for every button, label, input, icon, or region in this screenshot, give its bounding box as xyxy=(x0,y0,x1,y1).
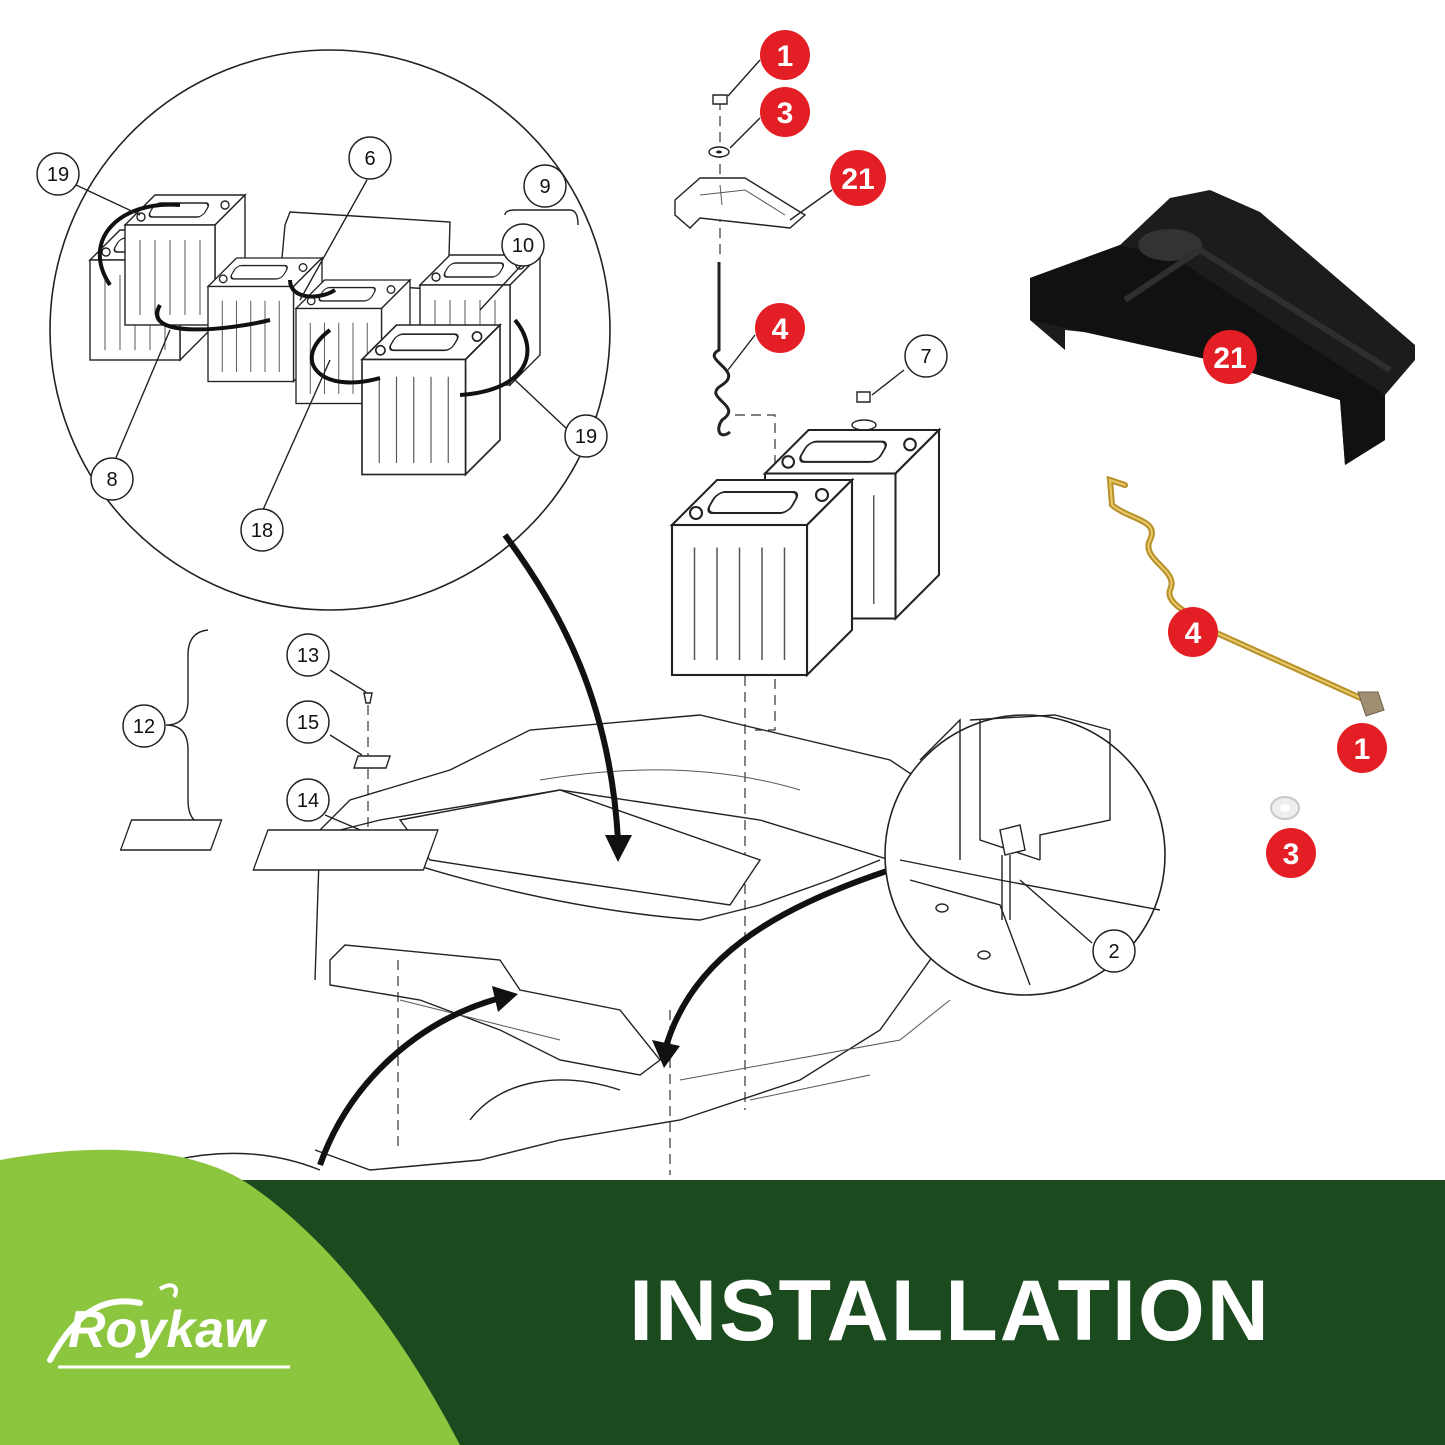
svg-text:6: 6 xyxy=(364,148,375,170)
svg-text:2: 2 xyxy=(1108,941,1119,963)
red-callout-washer: 3 xyxy=(760,87,810,137)
bottom-banner xyxy=(0,1149,1445,1445)
product-washer-photo xyxy=(1270,796,1300,820)
svg-text:Roykaw: Roykaw xyxy=(68,1301,268,1359)
callout-19-top: 19 xyxy=(36,152,80,196)
red-callout-rod: 4 xyxy=(755,303,805,353)
svg-text:1: 1 xyxy=(1354,733,1371,766)
svg-text:4: 4 xyxy=(772,313,789,346)
svg-text:19: 19 xyxy=(47,164,69,186)
svg-text:3: 3 xyxy=(777,97,794,130)
battery-pack-inset xyxy=(49,49,611,611)
hold-down-bracket-icon xyxy=(674,177,807,229)
callout-7: 7 xyxy=(904,334,948,378)
callout-15: 15 xyxy=(286,700,330,744)
svg-text:4: 4 xyxy=(1185,617,1202,650)
callout-2: 2 xyxy=(1092,929,1136,973)
svg-text:3: 3 xyxy=(1283,838,1300,871)
svg-text:13: 13 xyxy=(297,645,319,667)
callout-6: 6 xyxy=(348,136,392,180)
battery-icon xyxy=(670,478,854,677)
battery-icon xyxy=(361,324,501,476)
exploded-assembly xyxy=(669,94,941,1175)
hex-nut-icon xyxy=(851,369,905,431)
callout-8: 8 xyxy=(90,457,134,501)
svg-text:7: 7 xyxy=(920,346,931,368)
cart-body xyxy=(119,714,961,1171)
product-rod-photo xyxy=(1106,475,1385,717)
svg-text:10: 10 xyxy=(512,235,534,257)
hex-nut-icon xyxy=(712,94,728,105)
banner-title: INSTALLATION xyxy=(629,1263,1271,1359)
red-callout-nut: 1 xyxy=(760,30,810,80)
j-bolt-icon xyxy=(712,262,731,437)
svg-text:21: 21 xyxy=(841,163,874,196)
callout-10: 10 xyxy=(501,223,545,267)
red-callout-photo-washer: 3 xyxy=(1266,828,1316,878)
washer-icon xyxy=(708,146,730,158)
svg-text:8: 8 xyxy=(106,469,117,491)
red-callout-photo-rod: 4 xyxy=(1168,607,1218,657)
svg-text:21: 21 xyxy=(1213,342,1246,375)
callout-12: 12 xyxy=(122,704,166,748)
hardware-group-12 xyxy=(165,629,391,840)
red-callout-hold-down: 21 xyxy=(830,150,886,206)
callout-18: 18 xyxy=(240,508,284,552)
mount-detail-inset xyxy=(884,714,1166,996)
callout-13: 13 xyxy=(286,633,330,677)
product-hold-down-photo xyxy=(1030,190,1415,465)
callout-19-right: 19 xyxy=(564,414,608,458)
svg-text:1: 1 xyxy=(777,40,794,73)
brand-logo: Roykaw xyxy=(40,1275,340,1385)
svg-text:18: 18 xyxy=(251,520,273,542)
svg-text:19: 19 xyxy=(575,426,597,448)
svg-text:9: 9 xyxy=(539,176,550,198)
callout-9: 9 xyxy=(523,164,567,208)
svg-text:12: 12 xyxy=(133,716,155,738)
svg-text:14: 14 xyxy=(297,790,319,812)
callout-14: 14 xyxy=(286,778,330,822)
red-callout-photo-nut: 1 xyxy=(1337,723,1387,773)
red-callout-photo-hold-down: 21 xyxy=(1203,330,1257,384)
flow-arrows xyxy=(317,533,891,1166)
svg-text:15: 15 xyxy=(297,712,319,734)
